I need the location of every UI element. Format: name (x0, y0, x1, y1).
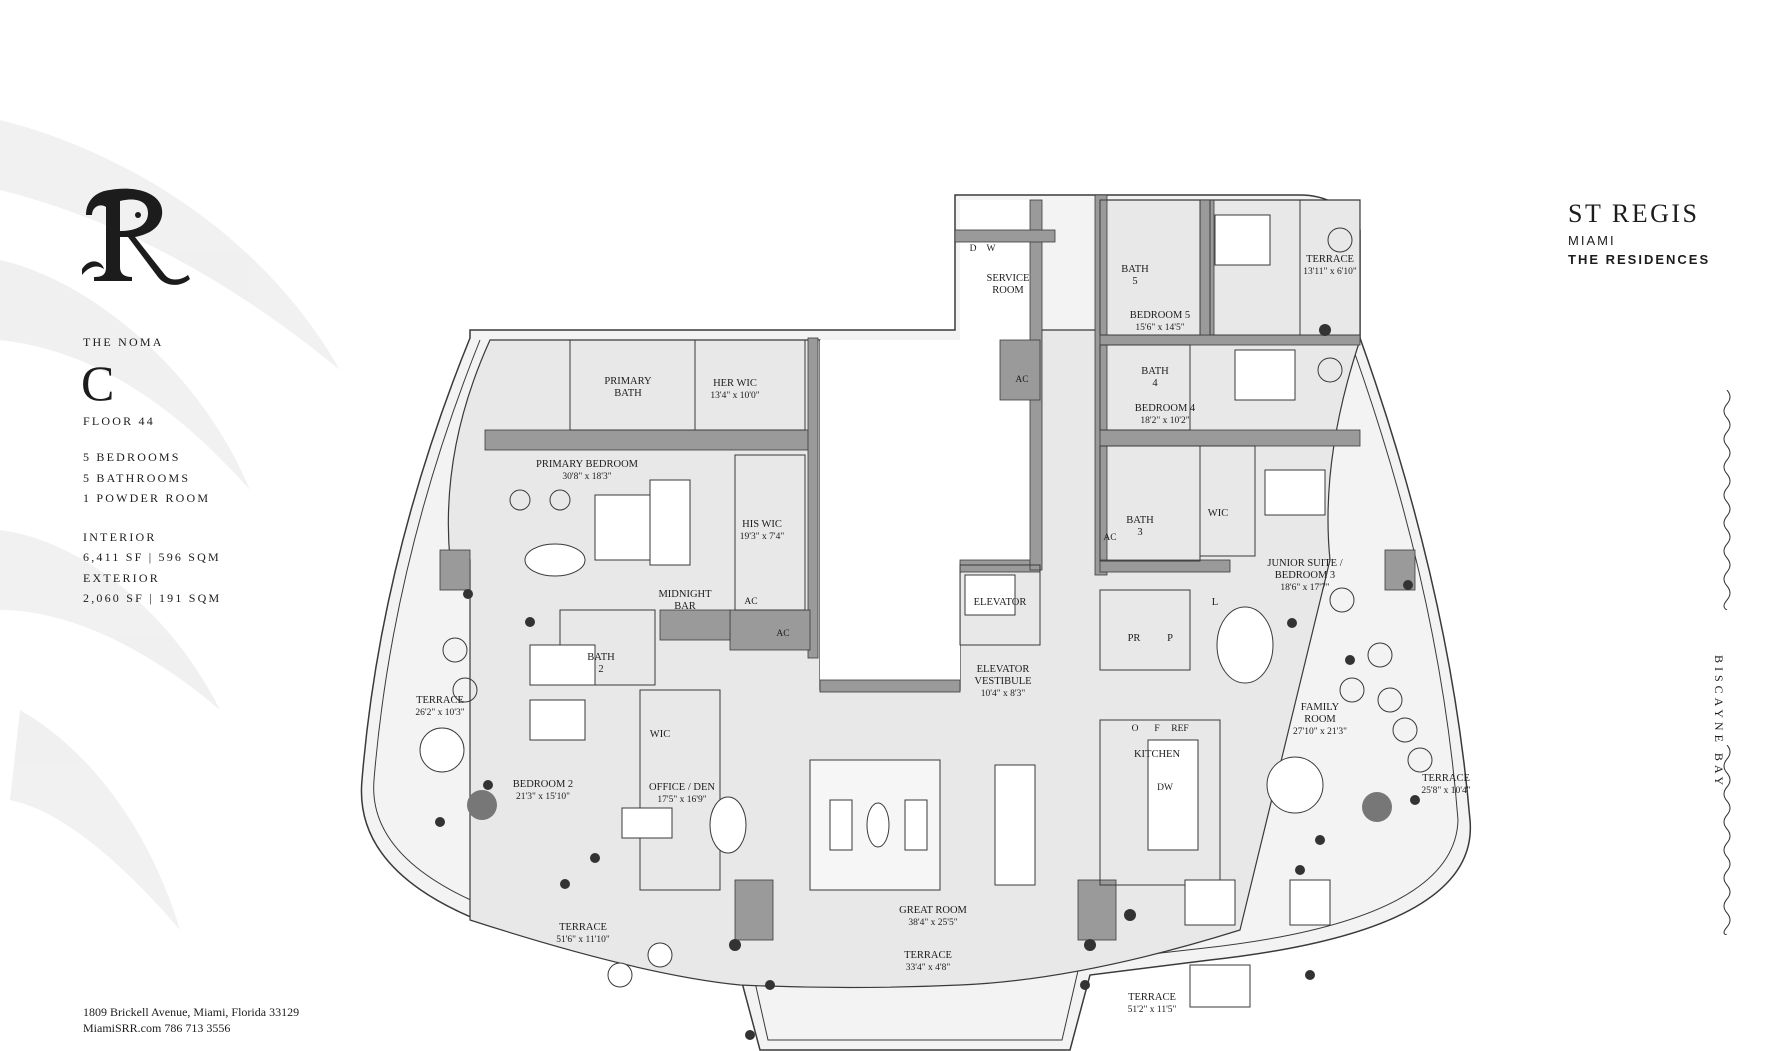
ac-label-1: AC (1015, 375, 1028, 385)
great-room-dims: 38'4" x 25'5" (908, 918, 957, 928)
terrace-ne-label: TERRACE (1306, 254, 1354, 265)
dishwasher-label: DW (1157, 783, 1173, 793)
her-wic-label: HER WIC (713, 378, 757, 389)
office-den-label: OFFICE / DEN (649, 782, 715, 793)
powder-room-label: PR (1128, 633, 1141, 644)
bath2-label: BATH (587, 652, 615, 663)
bath4-number: 4 (1152, 378, 1158, 389)
brand-block: ST REGIS MIAMI THE RESIDENCES (1568, 199, 1711, 268)
oven-label: O (1132, 724, 1139, 734)
fridge-label: F (1154, 724, 1159, 734)
room-labels: SERVICE ROOM BATH 5 BEDROOM 5 15'6" x 14… (415, 244, 1470, 1015)
ac-label-4: AC (1103, 533, 1116, 543)
wic-label: WIC (1208, 508, 1228, 519)
bath3-label: BATH (1126, 515, 1154, 526)
terrace-w-label: TERRACE (416, 695, 464, 706)
terrace-e-dims: 25'8" x 10'4" (1421, 786, 1470, 796)
terrace-sw-dims: 51'6" x 11'10" (556, 935, 610, 945)
exterior-label: EXTERIOR (83, 570, 160, 585)
midnight-bar-label: MIDNIGHT (658, 589, 712, 600)
great-room-label: GREAT ROOM (899, 905, 967, 916)
primary-bedroom-label: PRIMARY BEDROOM (536, 459, 639, 470)
elevator-vestibule-label: ELEVATOR (977, 664, 1030, 675)
st-regis-monogram-logo (82, 188, 190, 285)
her-wic-dims: 13'4" x 10'0" (710, 391, 759, 401)
service-room-label-2: ROOM (992, 285, 1024, 296)
terrace-s-dims: 33'4" x 4'8" (906, 963, 951, 973)
junior-suite-label-2: BEDROOM 3 (1275, 570, 1335, 581)
web-phone-line: MiamiSRR.com 786 713 3556 (83, 1021, 231, 1035)
interior-area: 6,411 SF | 596 SQM (83, 550, 221, 564)
primary-bath-label-2: BATH (614, 388, 642, 399)
family-room-dims: 27'10" x 21'3" (1293, 727, 1347, 737)
unit-letter: C (81, 355, 115, 411)
contact-block: 1809 Brickell Avenue, Miami, Florida 331… (83, 1004, 299, 1036)
unit-info-panel: THE NOMA C FLOOR 44 5 BEDROOMS 5 BATHROO… (81, 335, 343, 609)
terrace-ne-dims: 13'11" x 6'10" (1303, 267, 1357, 277)
bedroom2-label: BEDROOM 2 (513, 779, 573, 790)
bedrooms-count: 5 BEDROOMS (83, 450, 181, 464)
brand-city: MIAMI (1568, 233, 1616, 248)
primary-bedroom-dims: 30'8" x 18'3" (562, 472, 611, 482)
bedroom5-dims: 15'6" x 14'5" (1135, 323, 1184, 333)
junior-suite-dims: 18'6" x 17'7" (1280, 583, 1329, 593)
pantry-label: P (1167, 633, 1173, 644)
bath5-number: 5 (1132, 276, 1137, 287)
palm-shadow-decoration (0, 120, 340, 930)
washer-label: W (987, 244, 996, 254)
bath2-number: 2 (598, 664, 603, 675)
bedroom2-dims: 21'3" x 15'10" (516, 792, 570, 802)
primary-bath-label: PRIMARY (604, 376, 652, 387)
terrace-e-label: TERRACE (1422, 773, 1470, 784)
terrace-s-label: TERRACE (904, 950, 952, 961)
family-room-label-2: ROOM (1304, 714, 1336, 725)
terrace-se-dims: 51'2" x 11'5" (1128, 1005, 1177, 1015)
address-line: 1809 Brickell Avenue, Miami, Florida 331… (83, 1005, 300, 1019)
powder-room-count: 1 POWDER ROOM (83, 491, 211, 505)
his-wic-label: HIS WIC (742, 519, 782, 530)
family-room-label: FAMILY (1301, 702, 1340, 713)
wave-line-top (1723, 390, 1731, 610)
refrigerator-label: REF (1171, 724, 1188, 734)
junior-suite-label: JUNIOR SUITE / (1267, 558, 1342, 569)
service-room-label: SERVICE (987, 273, 1030, 284)
bedroom4-label: BEDROOM 4 (1135, 403, 1196, 414)
brand-name: ST REGIS (1568, 199, 1700, 228)
interior-label: INTERIOR (83, 529, 157, 544)
kitchen-label: KITCHEN (1134, 749, 1180, 760)
bath4-label: BATH (1141, 366, 1169, 377)
terrace-w-dims: 26'2" x 10'3" (415, 708, 464, 718)
ac-label-2: AC (744, 597, 757, 607)
office-den-dims: 17'5" x 16'9" (657, 795, 706, 805)
wic2-label: WIC (650, 729, 670, 740)
bath3-number: 3 (1137, 527, 1142, 538)
exterior-area: 2,060 SF | 191 SQM (83, 591, 222, 605)
midnight-bar-label-2: BAR (674, 601, 696, 612)
collection-name: THE NOMA (83, 335, 164, 349)
elevator-vestibule-dims: 10'4" x 8'3" (981, 689, 1026, 699)
wave-line-bottom (1723, 745, 1731, 935)
elevator-label: ELEVATOR (974, 597, 1027, 608)
floor-label: FLOOR 44 (83, 414, 155, 428)
bathrooms-count: 5 BATHROOMS (83, 470, 191, 485)
his-wic-dims: 19'3" x 7'4" (740, 532, 785, 542)
ac-label-3: AC (776, 629, 789, 639)
terrace-se-label: TERRACE (1128, 992, 1176, 1003)
brand-residences: THE RESIDENCES (1568, 252, 1711, 267)
bedroom4-dims: 18'2" x 10'2" (1140, 416, 1189, 426)
bath5-label: BATH (1121, 264, 1149, 275)
elevator-vestibule-label-2: VESTIBULE (974, 676, 1031, 687)
terrace-sw-label: TERRACE (559, 922, 607, 933)
bedroom5-label: BEDROOM 5 (1130, 310, 1190, 321)
laundry-label: L (1212, 597, 1218, 608)
dryer-label: D (970, 244, 977, 254)
